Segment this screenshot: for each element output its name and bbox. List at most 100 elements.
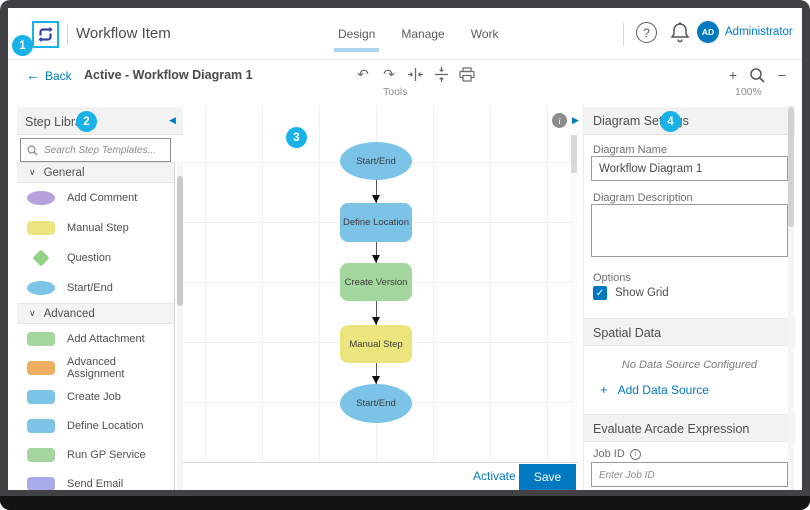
search-icon bbox=[27, 144, 38, 155]
job-id-input[interactable] bbox=[591, 462, 788, 487]
diagram-name-input[interactable] bbox=[591, 156, 788, 181]
header-divider-right bbox=[623, 23, 624, 46]
activate-button[interactable]: Activate bbox=[473, 469, 516, 483]
show-grid-label: Show Grid bbox=[615, 287, 669, 299]
step-template-label: Start/End bbox=[67, 282, 113, 294]
diagram-description-label: Diagram Description bbox=[593, 192, 693, 204]
diagram-description-textarea[interactable] bbox=[591, 204, 788, 257]
no-data-source-text: No Data Source Configured bbox=[621, 359, 758, 371]
annotation-badge-1: 1 bbox=[12, 35, 33, 56]
flow-node-start-end[interactable]: Start/End bbox=[340, 384, 412, 423]
step-template-start-end[interactable]: Start/End bbox=[17, 273, 174, 303]
align-vertical-icon[interactable] bbox=[432, 65, 450, 83]
arcade-expression-header: Evaluate Arcade Expression bbox=[584, 414, 795, 442]
print-icon[interactable] bbox=[458, 65, 476, 83]
magnifier-icon[interactable] bbox=[749, 67, 766, 84]
canvas-info-icon[interactable]: i bbox=[552, 113, 567, 128]
step-library-header: Step Library ◀ bbox=[17, 107, 183, 135]
show-grid-option: ✓ Show Grid bbox=[593, 286, 669, 300]
spatial-data-title: Spatial Data bbox=[593, 326, 662, 340]
step-template-create-job[interactable]: Create Job bbox=[17, 382, 174, 411]
zoom-controls: + − bbox=[724, 66, 791, 84]
step-template-question[interactable]: Question bbox=[17, 243, 174, 273]
settings-panel-scrollbar[interactable] bbox=[788, 105, 794, 490]
rect-shape-icon bbox=[27, 389, 55, 404]
header-divider bbox=[67, 24, 68, 45]
diagram-settings-header: Diagram Settings bbox=[584, 107, 795, 135]
arcade-expression-title: Evaluate Arcade Expression bbox=[593, 422, 750, 436]
flow-connector-arrow[interactable] bbox=[372, 363, 380, 384]
zoom-in-button[interactable]: + bbox=[728, 67, 738, 83]
page-title: Workflow Item bbox=[76, 25, 171, 42]
collapse-panel-icon[interactable]: ◀ bbox=[169, 115, 176, 125]
flow-node-start-end[interactable]: Start/End bbox=[340, 142, 412, 180]
flow-node-create-version[interactable]: Create Version bbox=[340, 263, 412, 301]
align-horizontal-icon[interactable] bbox=[406, 65, 424, 83]
app-logo[interactable] bbox=[32, 21, 59, 48]
section-header-general[interactable]: ∨General bbox=[17, 162, 174, 183]
help-icon[interactable]: ? bbox=[636, 22, 657, 43]
step-template-label: Create Job bbox=[67, 390, 121, 403]
tab-work[interactable]: Work bbox=[470, 27, 499, 41]
step-template-advanced-assignment[interactable]: Advanced Assignment bbox=[17, 353, 174, 382]
user-name[interactable]: Administrator bbox=[725, 26, 793, 38]
flow-node-manual-step[interactable]: Manual Step bbox=[340, 325, 412, 363]
step-template-label: Manual Step bbox=[67, 222, 129, 234]
ellipse-shape-icon bbox=[27, 191, 55, 205]
tab-manage[interactable]: Manage bbox=[401, 27, 445, 41]
tab-design[interactable]: Design bbox=[333, 8, 380, 60]
step-template-add-comment[interactable]: Add Comment bbox=[17, 183, 174, 213]
main-tabs: Design Manage Work bbox=[333, 8, 499, 60]
zoom-out-button[interactable]: − bbox=[777, 67, 787, 83]
notifications-bell-icon[interactable] bbox=[670, 21, 690, 43]
save-button[interactable]: Save bbox=[519, 464, 576, 490]
expand-panel-icon[interactable]: ▶ bbox=[572, 115, 579, 125]
step-template-label: Define Location bbox=[67, 419, 144, 432]
back-arrow-icon[interactable]: ← bbox=[26, 67, 40, 83]
annotation-badge-3: 3 bbox=[286, 127, 307, 148]
step-template-label: Question bbox=[67, 252, 112, 264]
flow-connector-arrow[interactable] bbox=[372, 180, 380, 203]
step-template-add-attachment[interactable]: Add Attachment bbox=[17, 324, 174, 353]
job-id-info-icon[interactable]: i bbox=[629, 448, 641, 460]
annotation-badge-2: 2 bbox=[76, 111, 97, 132]
plus-icon: + bbox=[600, 382, 608, 397]
chevron-down-icon: ∨ bbox=[29, 167, 36, 177]
diamond-shape-icon bbox=[27, 249, 55, 267]
step-template-label: Add Comment bbox=[67, 192, 138, 204]
show-grid-checkbox[interactable]: ✓ bbox=[593, 286, 607, 300]
workflow-loop-icon bbox=[38, 26, 53, 43]
window-frame-bottom bbox=[0, 496, 810, 510]
step-template-define-location[interactable]: Define Location bbox=[17, 411, 174, 440]
chevron-down-icon: ∨ bbox=[29, 308, 36, 318]
options-label: Options bbox=[593, 272, 631, 284]
flow-connector-arrow[interactable] bbox=[372, 301, 380, 325]
flow-connector-arrow[interactable] bbox=[372, 242, 380, 263]
user-avatar[interactable]: AD bbox=[697, 21, 719, 43]
section-header-advanced[interactable]: ∨Advanced bbox=[17, 303, 174, 324]
add-data-source-label: Add Data Source bbox=[617, 382, 709, 397]
undo-icon[interactable]: ↶ bbox=[357, 65, 369, 82]
add-data-source-button[interactable]: + Add Data Source bbox=[600, 382, 709, 397]
diagram-status-title: Active - Workflow Diagram 1 bbox=[84, 68, 253, 82]
step-template-label: Run GP Service bbox=[67, 448, 146, 461]
job-id-label-row: Job ID i bbox=[593, 448, 641, 460]
diagram-toolbar: ← Back Active - Workflow Diagram 1 ↶ ↷ bbox=[8, 60, 802, 105]
step-search-input[interactable] bbox=[44, 144, 159, 156]
step-library-title: Step Library bbox=[25, 115, 93, 129]
step-template-send-email[interactable]: Send Email bbox=[17, 469, 174, 490]
redo-icon[interactable]: ↷ bbox=[383, 65, 395, 82]
back-button[interactable]: Back bbox=[45, 69, 72, 83]
step-template-manual-step[interactable]: Manual Step bbox=[17, 213, 174, 243]
canvas-scrollbar[interactable] bbox=[571, 135, 577, 462]
rect-shape-icon bbox=[27, 360, 55, 375]
step-list-scrollbar[interactable] bbox=[177, 162, 183, 490]
step-template-label: Add Attachment bbox=[67, 332, 145, 345]
step-template-run-gp-service[interactable]: Run GP Service bbox=[17, 440, 174, 469]
spatial-data-header: Spatial Data bbox=[584, 318, 795, 346]
zoom-level: 100% bbox=[735, 86, 762, 98]
flow-node-define-location[interactable]: Define Location bbox=[340, 203, 412, 242]
